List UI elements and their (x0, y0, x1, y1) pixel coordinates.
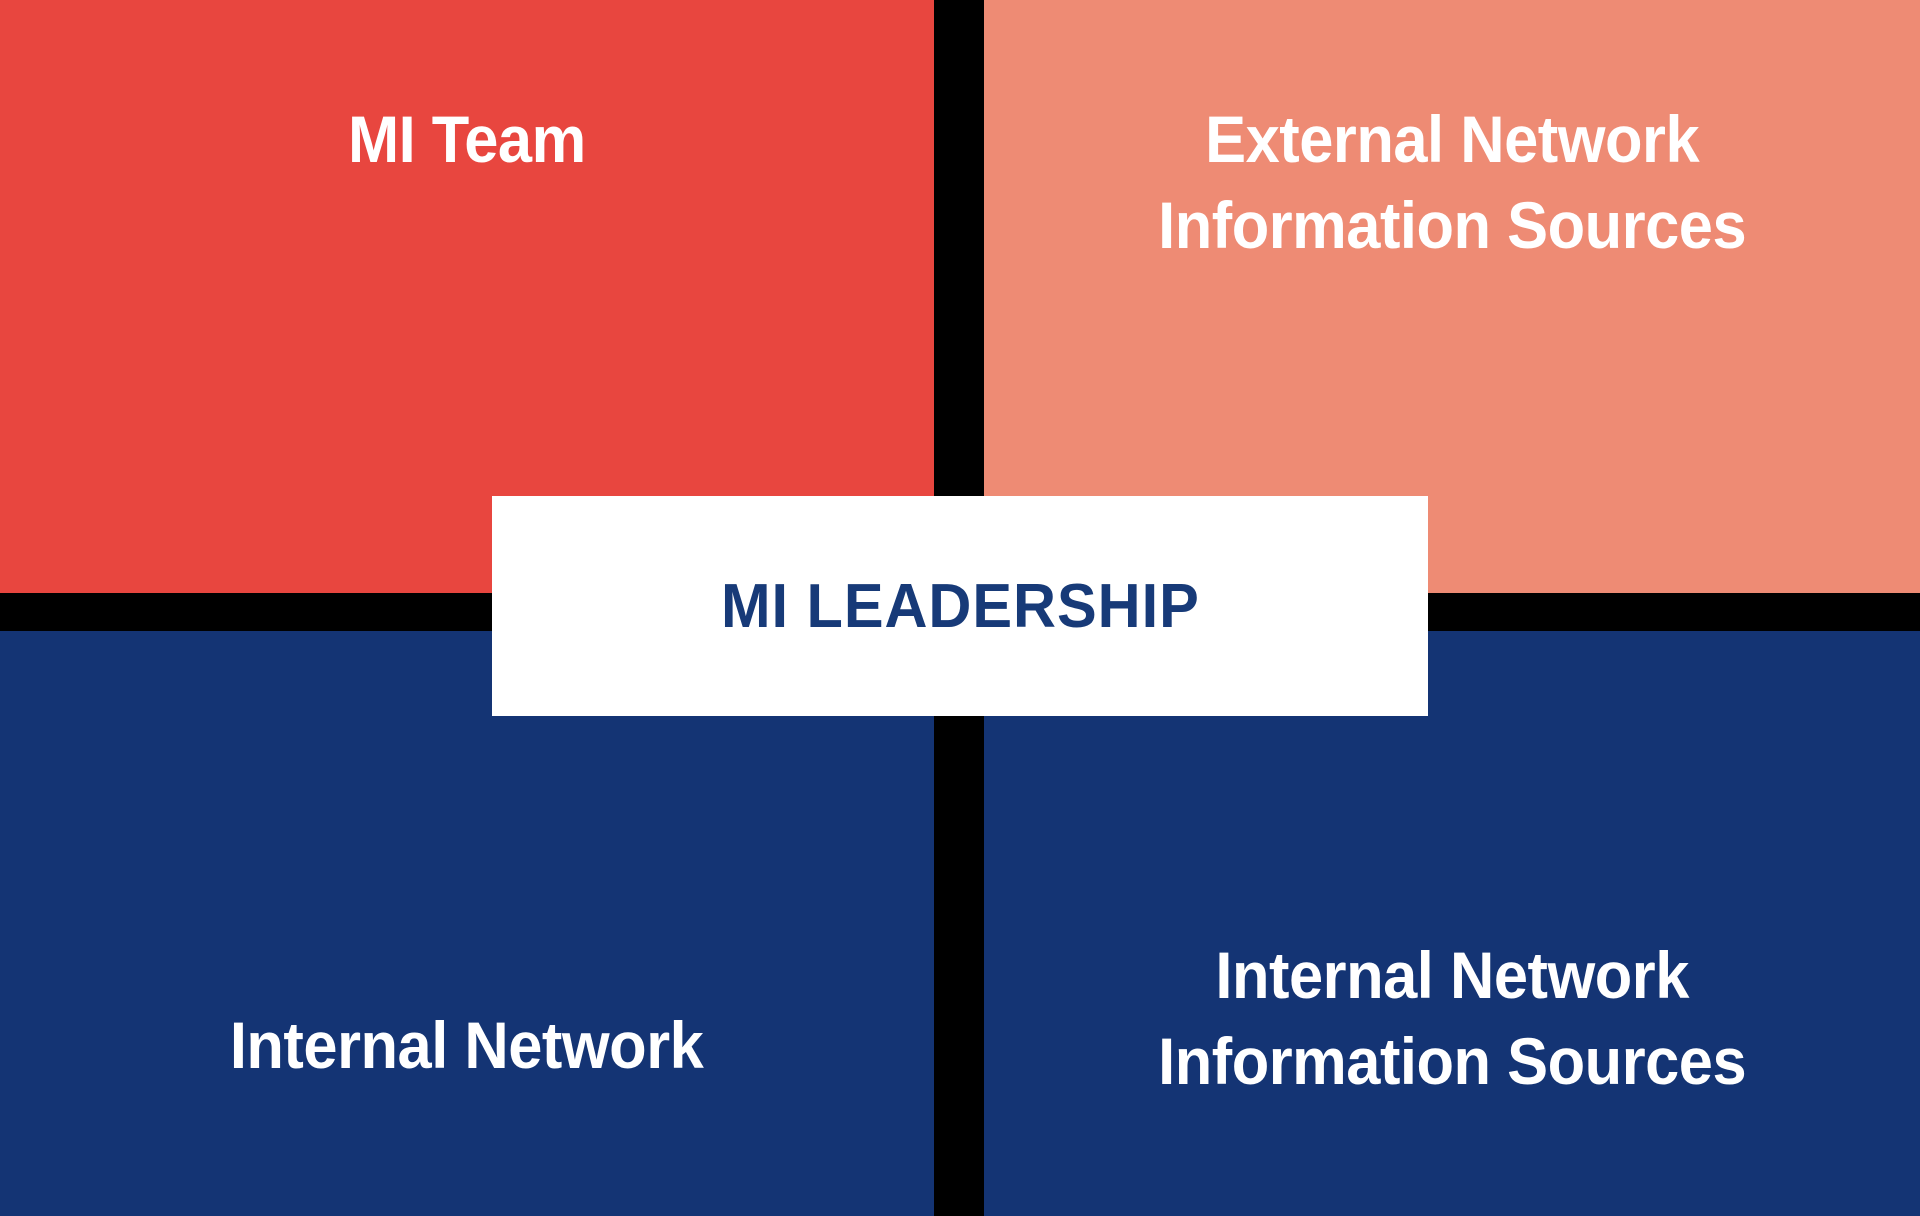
quadrant-internal-network-information-sources[interactable]: Internal Network Information Sources (984, 631, 1920, 1216)
quadrant-internal-network-information-sources-label: Internal Network Information Sources (1157, 938, 1746, 1098)
center-callout-mi-leadership[interactable]: MI LEADERSHIP (492, 496, 1428, 716)
quadrant-internal-network[interactable]: Internal Network (0, 631, 934, 1216)
quadrant-internal-network-label: Internal Network (230, 1008, 704, 1082)
quadrant-external-network-information-sources-label: External Network Information Sources (1157, 102, 1746, 262)
center-callout-label: MI LEADERSHIP (720, 571, 1200, 641)
quadrant-mi-team-label: MI Team (348, 102, 586, 176)
quadrant-external-network-information-sources[interactable]: External Network Information Sources (984, 0, 1920, 593)
quadrant-mi-team[interactable]: MI Team (0, 0, 934, 593)
